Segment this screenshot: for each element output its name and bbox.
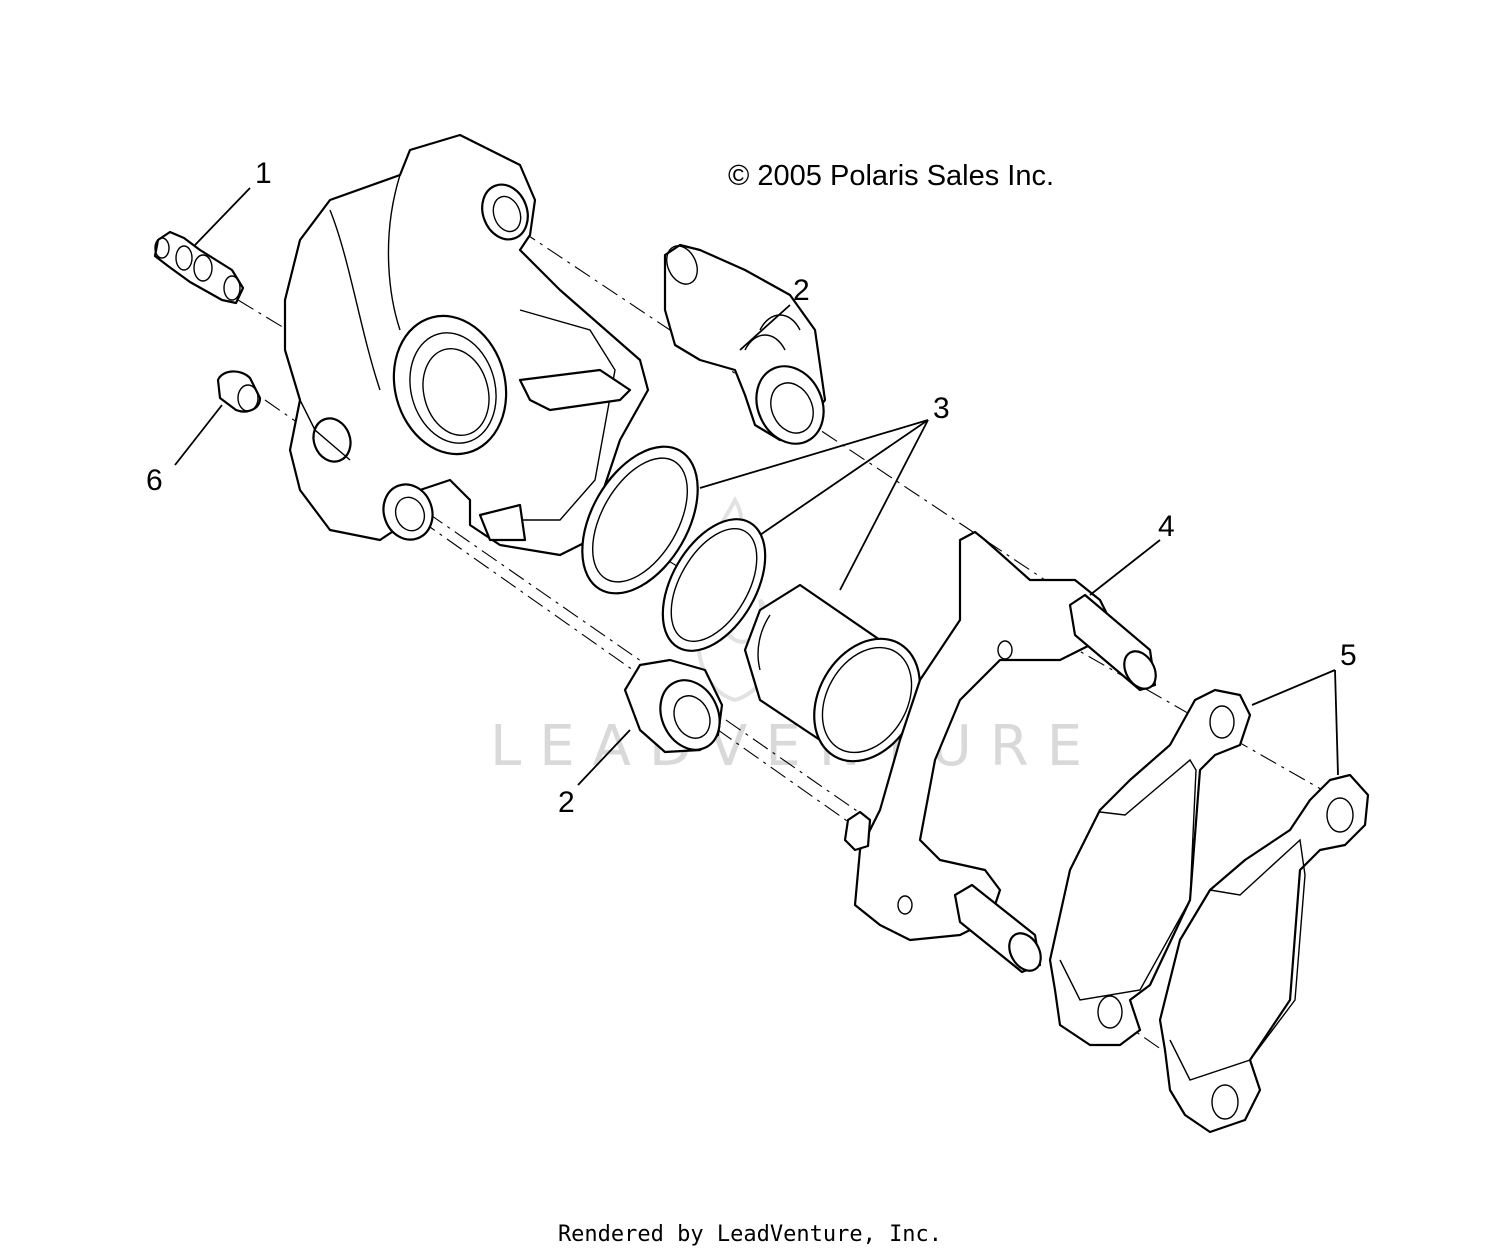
watermark-text: LEADVENTURE [490, 714, 1100, 779]
copyright-text: © 2005 Polaris Sales Inc. [728, 160, 1054, 192]
bleeder-cap-part [216, 370, 262, 413]
footer-credit: Rendered by LeadVenture, Inc. [557, 1222, 943, 1247]
piston-part [743, 583, 921, 763]
caliper-body-part [283, 133, 650, 557]
callout-2-upper: 2 [793, 274, 810, 307]
callout-3: 3 [933, 392, 950, 425]
callout-6: 6 [146, 464, 163, 497]
callout-4: 4 [1158, 510, 1175, 543]
callout-1: 1 [255, 157, 272, 190]
callout-2-lower: 2 [558, 786, 575, 819]
slide-pin-boot-upper-part [663, 243, 827, 445]
callout-5: 5 [1340, 639, 1357, 672]
brake-pad-outer-part [1158, 773, 1370, 1134]
piston-seal-inner-part [661, 518, 767, 652]
piston-seal-outer-part [581, 445, 699, 595]
bleeder-screw-part [153, 230, 245, 305]
callout-leaders [174, 187, 1339, 786]
brake-pad-inner-part [1048, 688, 1252, 1047]
slide-pin-boot-lower-part [623, 658, 724, 754]
caliper-bracket-part [843, 530, 1157, 974]
